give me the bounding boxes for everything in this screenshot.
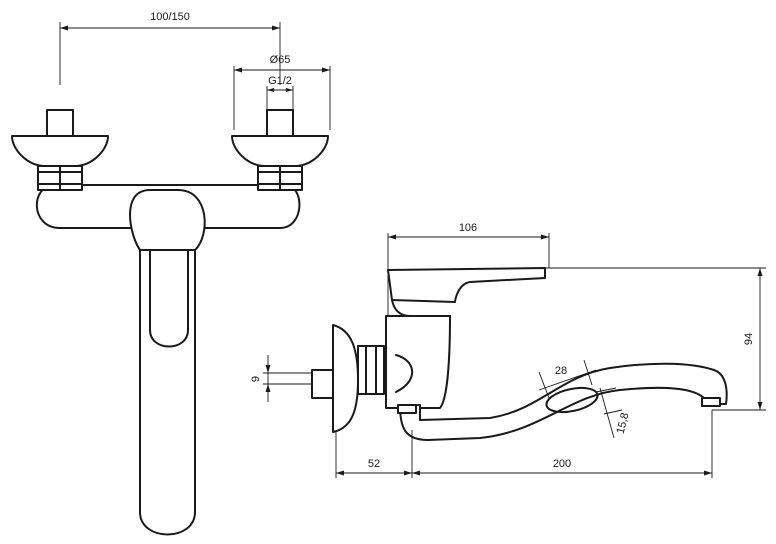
dim-wall-offset-label: 52 bbox=[368, 458, 380, 470]
dim-spout-width: 28 bbox=[538, 359, 597, 399]
dim-bottom: 52 200 bbox=[335, 410, 713, 478]
dim-body-length-label: 106 bbox=[459, 222, 477, 234]
dim-connector-label: 9 bbox=[250, 376, 262, 382]
dim-spacing: 100/150 bbox=[59, 11, 281, 85]
dim-flange-diameter: Ø65 bbox=[233, 54, 331, 130]
front-view: 100/150 Ø65 G1/2 bbox=[11, 11, 331, 536]
left-connector bbox=[11, 109, 109, 191]
mixer-body bbox=[35, 184, 301, 229]
side-view: 106 94 9 bbox=[250, 222, 766, 478]
dim-spacing-label: 100/150 bbox=[150, 11, 190, 23]
dim-spout-height-label: 15,8 bbox=[615, 411, 632, 435]
dim-spout-reach-label: 200 bbox=[553, 458, 571, 470]
dim-thread-label: G1/2 bbox=[268, 75, 292, 87]
dim-spout-height: 15,8 bbox=[595, 387, 632, 439]
dim-spout-width-label: 28 bbox=[555, 365, 567, 377]
lever-side bbox=[387, 267, 546, 303]
right-connector bbox=[231, 109, 329, 191]
dim-thread: G1/2 bbox=[266, 75, 294, 115]
mixer-body-side bbox=[385, 315, 451, 409]
wall-connector bbox=[311, 324, 385, 433]
dim-total-height-label: 94 bbox=[743, 333, 755, 345]
spout-side bbox=[397, 362, 728, 441]
dim-connector: 9 bbox=[250, 355, 318, 402]
body-recess bbox=[395, 354, 414, 393]
dim-flange-diameter-label: Ø65 bbox=[270, 54, 291, 66]
lever-underside bbox=[391, 299, 451, 317]
dim-body-length: 106 bbox=[387, 222, 550, 316]
dim-total-height: 94 bbox=[545, 267, 766, 411]
lever-front bbox=[129, 189, 206, 348]
